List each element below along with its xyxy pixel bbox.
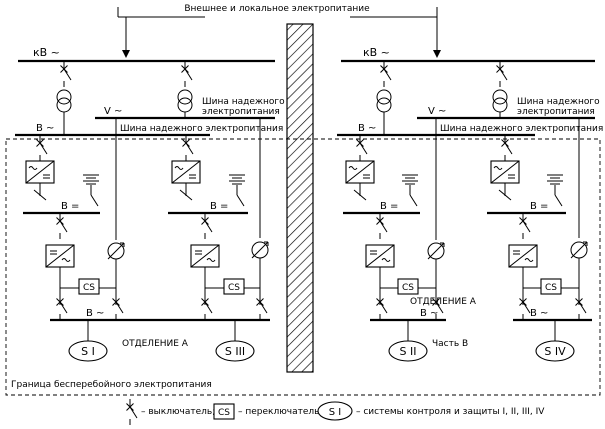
right-dept-label: ОТДЕЛЕНИЕ А — [410, 297, 477, 307]
legend-cs-text: – переключатель; — [238, 407, 323, 417]
left-system-2 — [215, 340, 255, 362]
right-sys-1: S II — [400, 345, 417, 358]
right-system-1 — [388, 340, 428, 362]
right-sys-2: S IV — [544, 345, 566, 358]
external-supply-header: Внешнее и локальное электропитание — [117, 4, 441, 58]
right-cs-1: CS — [402, 283, 414, 293]
left-b-dc-label-2: В = — [210, 201, 228, 212]
left-reliable-bus-lower-label: Шина надежного электропитания — [120, 124, 283, 134]
ups-boundary — [5, 138, 601, 396]
right-b-ac-label: В ~ — [358, 123, 376, 134]
right-v-label: V ~ — [428, 106, 446, 117]
left-cs-2: CS — [228, 283, 240, 293]
right-reliable-bus-upper-label-2: электропитания — [517, 107, 595, 117]
right-reliable-bus-lower-label: Шина надежного электропитания — [440, 124, 603, 134]
legend-sys-symbol: S I — [329, 407, 341, 418]
legend-sys-ellipse — [317, 401, 353, 421]
left-sys-1: S I — [81, 345, 95, 358]
right-part-label: Часть В — [432, 339, 468, 349]
legend-sys-text: – системы контроля и защиты I, II, III, … — [356, 407, 545, 417]
ups-boundary-label: Граница бесперебойного электропитания — [11, 380, 212, 390]
legend-switch-icon — [126, 398, 138, 426]
left-b-ac-label: В ~ — [36, 123, 54, 134]
left-cs-1: CS — [83, 283, 95, 293]
legend-switch-text: – выключатель; — [141, 407, 215, 417]
right-kv-label: кВ ~ — [363, 46, 390, 59]
left-b-dc-label-1: В = — [61, 201, 79, 212]
right-system-2 — [535, 340, 575, 362]
legend: – выключатель; CS – переключатель; S I –… — [126, 398, 545, 426]
right-b-out-label-1: В ~ — [420, 308, 438, 319]
left-system-1 — [68, 340, 108, 362]
right-reliable-bus-upper-label: Шина надежного — [517, 97, 600, 107]
legend-cs-box — [213, 403, 235, 420]
right-b-dc-label-2: В = — [530, 201, 548, 212]
legend-cs-symbol: CS — [218, 408, 230, 418]
right-b-out-label-2: В ~ — [530, 308, 548, 319]
right-b-dc-label-1: В = — [380, 201, 398, 212]
left-b-out-label: В ~ — [86, 308, 104, 319]
left-v-label: V ~ — [104, 106, 122, 117]
right-section: кВ ~ V ~ Шина надежного электропитания В… — [337, 46, 603, 362]
external-supply-label: Внешнее и локальное электропитание — [184, 4, 370, 14]
right-cs-2: CS — [545, 283, 557, 293]
left-kv-label: кВ ~ — [33, 46, 60, 59]
separation-wall — [286, 23, 314, 373]
left-dept-label: ОТДЕЛЕНИЕ А — [122, 339, 189, 349]
left-sys-2: S III — [225, 345, 245, 358]
left-reliable-bus-upper-label-2: электропитания — [202, 107, 280, 117]
left-reliable-bus-upper-label: Шина надежного — [202, 97, 285, 107]
left-section: кВ ~ V ~ Шина надежного электропитания В… — [15, 46, 285, 362]
